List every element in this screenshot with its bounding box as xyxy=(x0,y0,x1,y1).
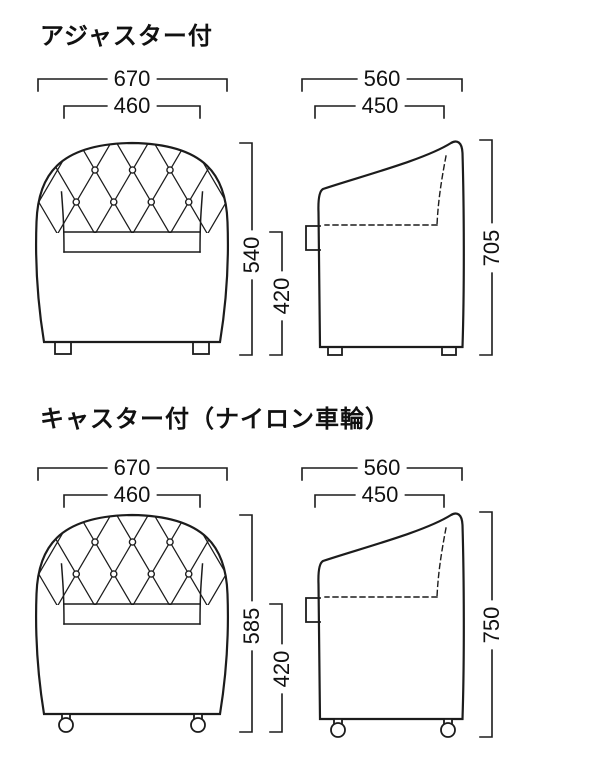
dim-label-depth-inner: 450 xyxy=(355,93,405,119)
section2-front-view xyxy=(1,510,264,714)
dim-label-width-outer: 670 xyxy=(107,66,157,92)
dim-label-front-height: 540 xyxy=(239,230,265,280)
dim-label-front-height: 585 xyxy=(239,601,265,651)
caster-feet-front xyxy=(58,713,206,733)
adjuster-feet-side xyxy=(327,346,457,356)
dim-label-width-inner: 460 xyxy=(107,482,157,508)
section1-front-view xyxy=(1,138,264,355)
adjuster-feet-front xyxy=(54,341,210,355)
section2-dimension-lines xyxy=(37,467,493,738)
section1-title: アジャスター付 xyxy=(40,23,213,50)
caster-feet-side xyxy=(330,718,456,738)
dim-label-seat-height: 420 xyxy=(269,271,295,321)
dim-label-depth-inner: 450 xyxy=(355,482,405,508)
dim-label-width-inner: 460 xyxy=(107,93,157,119)
section2-side-view xyxy=(304,512,465,721)
dim-label-total-height: 750 xyxy=(479,600,505,650)
dim-label-total-height: 705 xyxy=(479,223,505,273)
section1-dimension-lines xyxy=(37,78,493,356)
dim-label-depth-outer: 560 xyxy=(357,66,407,92)
dim-label-width-outer: 670 xyxy=(107,455,157,481)
dim-label-depth-outer: 560 xyxy=(357,455,407,481)
section1-side-view xyxy=(304,140,465,356)
dim-label-seat-height: 420 xyxy=(269,644,295,694)
section2-title: キャスター付（ナイロン車輪） xyxy=(40,406,390,433)
